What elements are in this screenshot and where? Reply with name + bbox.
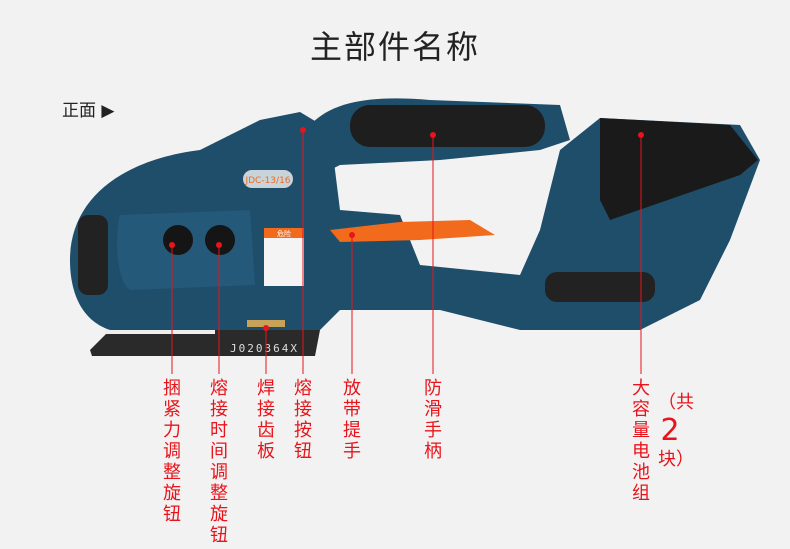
release-lever <box>330 220 495 242</box>
serial-number: J020364X <box>230 342 299 355</box>
weld-time-knob <box>205 225 235 255</box>
view-label: 正面 ▶ <box>62 101 115 121</box>
page-title: 主部件名称 <box>309 28 480 66</box>
callout-battery-pack: 大容量电池组 <box>632 378 650 504</box>
callout-weld-tooth-plate: 焊接齿板 <box>257 378 275 462</box>
tension-knob <box>163 225 193 255</box>
callout-anti-slip-handle: 防滑手柄 <box>424 378 442 462</box>
base-plate <box>90 330 320 356</box>
vent <box>78 215 108 295</box>
tooth-plate <box>247 320 285 327</box>
callout-strap-release-lever: 放带提手 <box>343 378 361 462</box>
model-badge: JDC-13/16 <box>244 176 290 186</box>
callout-weld-time-knob: 熔接时间调整旋钮 <box>210 378 228 546</box>
anti-slip-grip <box>350 105 545 147</box>
battery <box>600 118 758 220</box>
callout-weld-button: 熔接按钮 <box>294 378 312 462</box>
grip-vent <box>545 272 655 302</box>
svg-text:危险: 危险 <box>277 229 291 238</box>
battery-count-note: （共 2 块） <box>658 392 694 470</box>
callout-tension-knob: 捆紧力调整旋钮 <box>163 378 181 525</box>
